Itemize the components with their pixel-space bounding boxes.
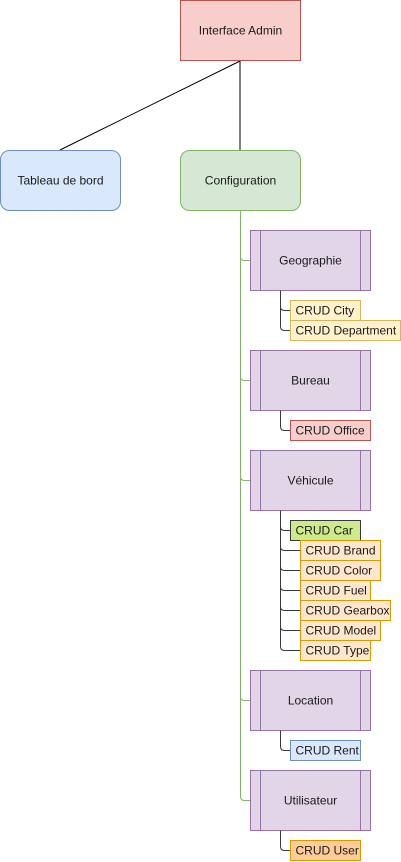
edge-utilisateur-to-item-0 [280,830,291,851]
edge-configuration-to-vehicule [240,210,251,481]
vehicule-item-1-label: CRUD Brand [306,544,376,558]
vehicule-item-5-label: CRUD Model [306,624,377,638]
geographie-item-1-label: CRUD Department [296,324,397,338]
location-item-0-box [290,740,361,761]
vehicule-node [250,450,371,511]
utilisateur-label: Utilisateur [284,794,337,808]
edge-bureau-to-item-0 [280,410,291,431]
vehicule-item-4-label: CRUD Gearbox [306,604,390,618]
vehicule-item-0-label: CRUD Car [296,524,353,538]
vehicule-item-6-box [300,640,371,661]
geographie-item-0-label: CRUD City [296,304,355,318]
utilisateur-item-0-box [290,840,361,861]
bureau-item-0-box [290,420,371,441]
configuration-label: Configuration [205,174,276,188]
vehicule-item-2-label: CRUD Color [306,564,373,578]
edge-root-to-dashboard [59,60,241,151]
edge-configuration-to-location [240,210,251,701]
edge-vehicule-to-item-0 [280,510,291,531]
location-label: Location [288,694,333,708]
bureau-label: Bureau [291,374,330,388]
bureau-node [250,350,371,411]
interface-admin-node [180,0,301,61]
tableau-de-bord-node [0,150,121,211]
utilisateur-node [250,770,371,831]
vehicule-item-3-label: CRUD Fuel [306,584,367,598]
edge-vehicule-to-item-6 [280,510,301,651]
edge-configuration-to-utilisateur [240,210,251,801]
edge-location-to-item-0 [280,730,291,751]
edge-configuration-to-geographie [240,210,251,261]
edge-configuration-to-bureau [240,210,251,381]
location-node [250,670,371,731]
edge-geographie-to-item-1 [280,290,291,331]
bureau-item-0-label: CRUD Office [296,424,365,438]
vehicule-label: Véhicule [287,474,333,488]
interface-admin-label: Interface Admin [199,24,282,38]
edge-geographie-to-item-0 [280,290,291,311]
vehicule-item-6-label: CRUD Type [306,644,370,658]
tableau-de-bord-label: Tableau de bord [17,174,103,188]
location-item-0-label: CRUD Rent [296,744,360,758]
geographie-node [250,230,371,291]
utilisateur-item-0-label: CRUD User [296,844,359,858]
geographie-label: Geographie [279,254,342,268]
